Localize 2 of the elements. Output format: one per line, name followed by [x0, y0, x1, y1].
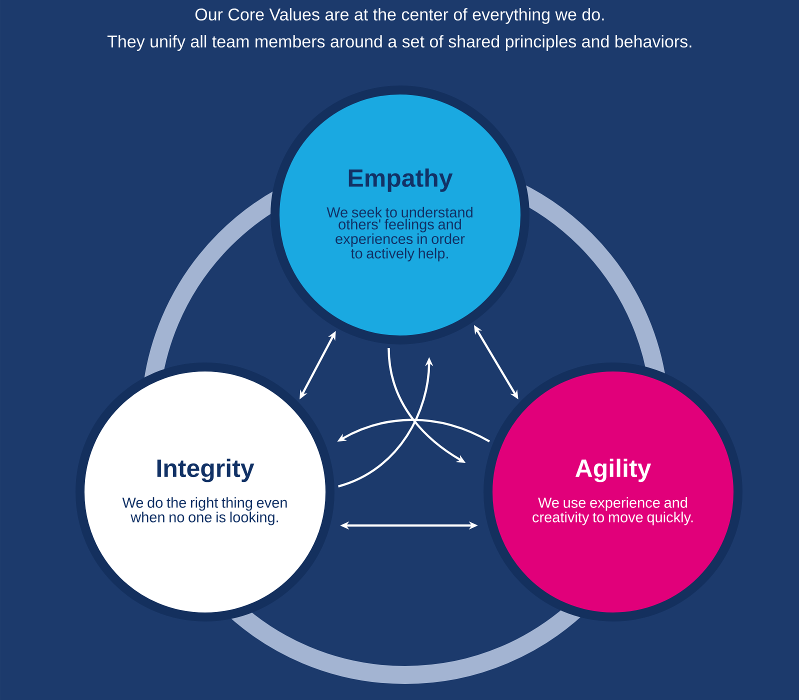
intro-text: Our Core Values are at the center of everything we do. [195, 8, 604, 24]
intro-text: They unify all team members around a set of shared principles and behaviors. [107, 35, 692, 51]
